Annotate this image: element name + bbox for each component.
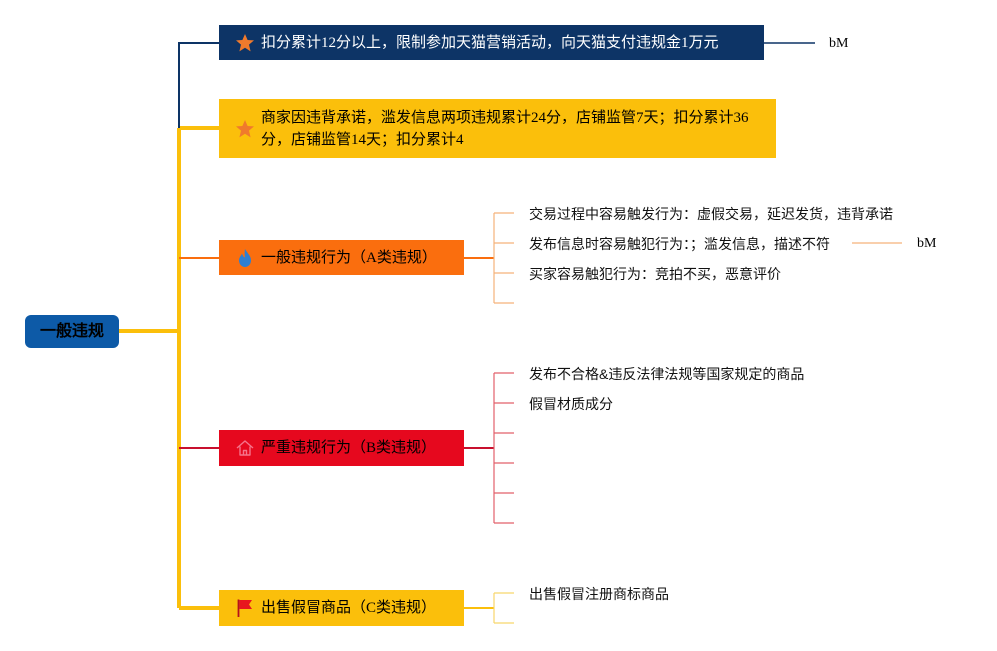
list-item[interactable]: 假冒材质成分 <box>529 396 613 412</box>
list-item[interactable]: 出售假冒注册商标商品 <box>529 586 669 602</box>
star-icon <box>235 33 255 53</box>
branch-tag: bM <box>917 236 937 251</box>
branch-tag: bM <box>829 36 849 51</box>
star-icon <box>235 119 255 139</box>
root-label: 一般违规 <box>39 322 104 340</box>
house-icon <box>235 438 255 458</box>
branch-label: 出售假冒商品（C类违规） <box>261 600 437 616</box>
branch-shop-supervision[interactable]: 商家因违背承诺，滥发信息两项违规累计24分，店铺监管7天；扣分累计36分，店铺监… <box>219 99 776 158</box>
branch-label: 严重违规行为（B类违规） <box>261 440 437 456</box>
branch-class-b[interactable]: 严重违规行为（B类违规） <box>219 430 464 466</box>
branch-class-a[interactable]: 一般违规行为（A类违规） <box>219 240 464 275</box>
list-item[interactable]: 发布不合格&违反法律法规等国家规定的商品 <box>529 366 805 382</box>
branch-label: 一般违规行为（A类违规） <box>261 249 437 266</box>
root-node[interactable]: 一般违规 <box>25 315 119 348</box>
branch-label: 商家因违背承诺，滥发信息两项违规累计24分，店铺监管7天；扣分累计36分，店铺监… <box>261 109 749 148</box>
branch-penalty-12[interactable]: 扣分累计12分以上，限制参加天猫营销活动，向天猫支付违规金1万元 <box>219 25 764 60</box>
list-item[interactable]: 交易过程中容易触发行为：虚假交易，延迟发货，违背承诺 <box>529 206 893 222</box>
branch-label: 扣分累计12分以上，限制参加天猫营销活动，向天猫支付违规金1万元 <box>261 34 719 51</box>
branch-class-c[interactable]: 出售假冒商品（C类违规） <box>219 590 464 626</box>
list-item[interactable]: 买家容易触犯行为：竞拍不买，恶意评价 <box>529 266 781 282</box>
flag-icon <box>235 598 255 618</box>
flame-icon <box>235 248 255 268</box>
list-item[interactable]: 发布信息时容易触犯行为：；滥发信息，描述不符 <box>529 236 830 252</box>
